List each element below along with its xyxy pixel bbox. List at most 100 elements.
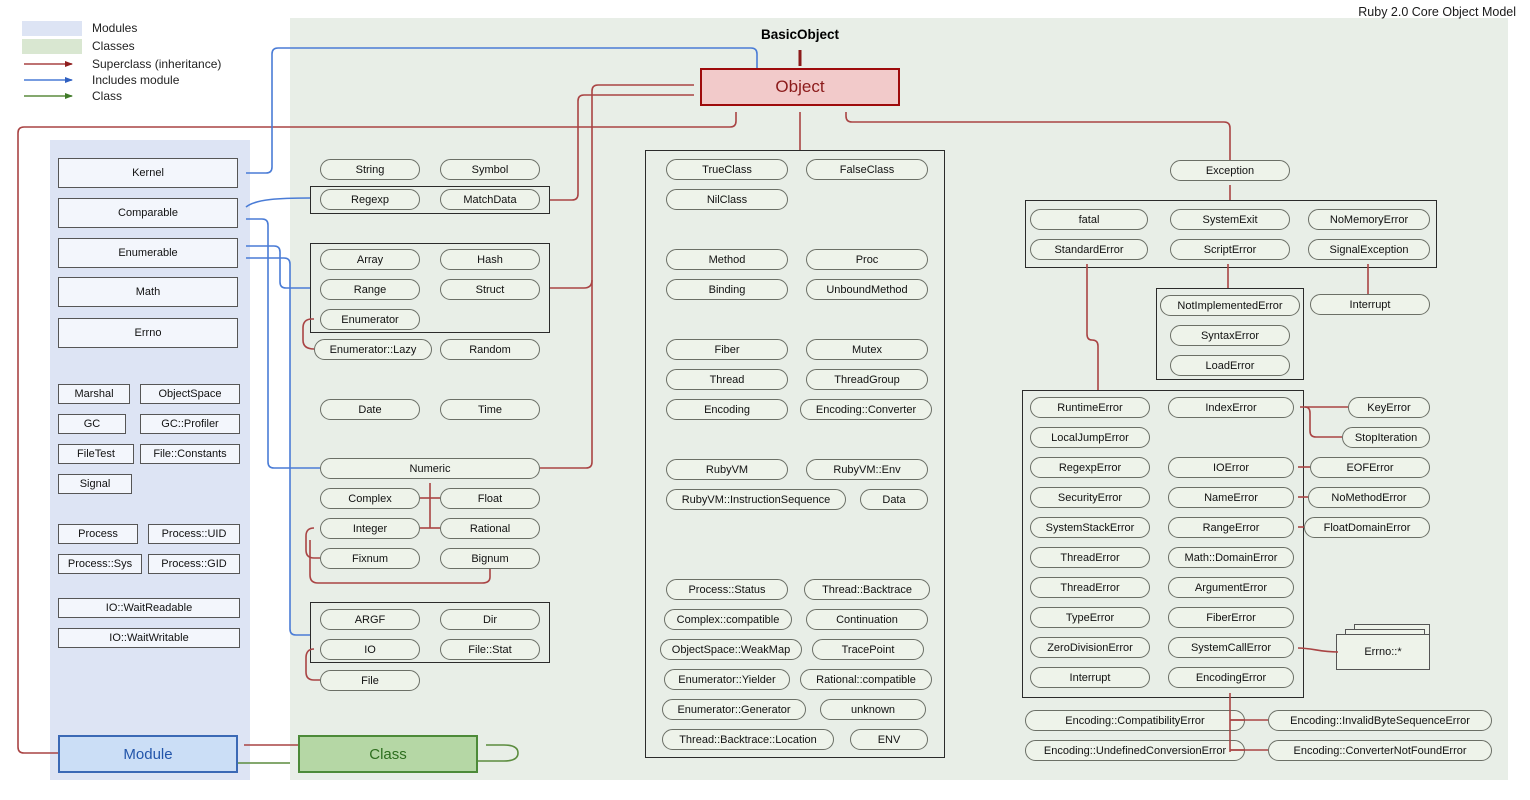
legend-includes: Includes module	[22, 72, 179, 88]
node-threaderror-2: ThreadError	[1030, 577, 1150, 598]
legend-class: Class	[22, 88, 122, 104]
node-class: Class	[298, 735, 478, 773]
node-continuation: Continuation	[806, 609, 928, 630]
node-fatal: fatal	[1030, 209, 1148, 230]
node-math-domainerror: Math::DomainError	[1168, 547, 1294, 568]
node-encodingerror: EncodingError	[1168, 667, 1294, 688]
node-io-waitreadable: IO::WaitReadable	[58, 598, 240, 618]
node-unboundmethod: UnboundMethod	[806, 279, 928, 300]
class-arrow-icon	[24, 93, 73, 99]
node-gc-profiler: GC::Profiler	[140, 414, 240, 434]
node-matchdata: MatchData	[440, 189, 540, 210]
node-threadgroup: ThreadGroup	[806, 369, 928, 390]
node-typeerror: TypeError	[1030, 607, 1150, 628]
node-standarderror: StandardError	[1030, 239, 1148, 260]
node-rational: Rational	[440, 518, 540, 539]
legend-superclass-label: Superclass (inheritance)	[92, 57, 222, 71]
node-encoding-undefinedconversionerror: Encoding::UndefinedConversionError	[1025, 740, 1245, 761]
node-rubyvm-instructionsequence: RubyVM::InstructionSequence	[666, 489, 846, 510]
node-indexerror: IndexError	[1168, 397, 1294, 418]
group-core-classes	[645, 150, 945, 758]
node-process-sys: Process::Sys	[58, 554, 142, 574]
node-falseclass: FalseClass	[806, 159, 928, 180]
node-floatdomainerror: FloatDomainError	[1304, 517, 1430, 538]
node-comparable: Comparable	[58, 198, 238, 228]
legend-modules: Modules	[22, 20, 137, 36]
node-symbol: Symbol	[440, 159, 540, 180]
node-nomemoryerror: NoMemoryError	[1308, 209, 1430, 230]
node-fibererror: FiberError	[1168, 607, 1294, 628]
node-file: File	[320, 670, 420, 691]
node-scripterror: ScriptError	[1170, 239, 1290, 260]
node-threaderror-1: ThreadError	[1030, 547, 1150, 568]
node-enumerator: Enumerator	[320, 309, 420, 330]
node-notimplementederror: NotImplementedError	[1160, 295, 1300, 316]
node-filetest: FileTest	[58, 444, 134, 464]
node-file-constants: File::Constants	[140, 444, 240, 464]
node-rubyvm: RubyVM	[666, 459, 788, 480]
legend-modules-label: Modules	[92, 21, 138, 35]
node-process-uid: Process::UID	[148, 524, 240, 544]
node-keyerror: KeyError	[1348, 397, 1430, 418]
superclass-arrow-icon	[24, 61, 73, 67]
node-thread-backtrace-location: Thread::Backtrace::Location	[662, 729, 834, 750]
node-mutex: Mutex	[806, 339, 928, 360]
node-io-waitwritable: IO::WaitWritable	[58, 628, 240, 648]
node-tracepoint: TracePoint	[812, 639, 924, 660]
node-thread-backtrace: Thread::Backtrace	[804, 579, 930, 600]
node-enumerator-lazy: Enumerator::Lazy	[314, 339, 432, 360]
node-enumerator-yielder: Enumerator::Yielder	[664, 669, 790, 690]
node-trueclass: TrueClass	[666, 159, 788, 180]
node-systemstackerror: SystemStackError	[1030, 517, 1150, 538]
node-io: IO	[320, 639, 420, 660]
node-systemcallerror: SystemCallError	[1168, 637, 1294, 658]
node-nilclass: NilClass	[666, 189, 788, 210]
node-binding: Binding	[666, 279, 788, 300]
node-float: Float	[440, 488, 540, 509]
node-module: Module	[58, 735, 238, 773]
node-rubyvm-env: RubyVM::Env	[806, 459, 928, 480]
node-bignum: Bignum	[440, 548, 540, 569]
node-marshal: Marshal	[58, 384, 130, 404]
diagram-title: Ruby 2.0 Core Object Model	[1358, 5, 1516, 19]
node-enumerable: Enumerable	[58, 238, 238, 268]
node-encoding-invalidbytesequenceerror: Encoding::InvalidByteSequenceError	[1268, 710, 1492, 731]
node-string: String	[320, 159, 420, 180]
node-gc: GC	[58, 414, 126, 434]
node-interrupt-top: Interrupt	[1310, 294, 1430, 315]
node-argf: ARGF	[320, 609, 420, 630]
node-encoding-compatibilityerror: Encoding::CompatibilityError	[1025, 710, 1245, 731]
node-unknown: unknown	[820, 699, 926, 720]
node-math: Math	[58, 277, 238, 307]
node-complex-compatible: Complex::compatible	[664, 609, 792, 630]
node-env: ENV	[850, 729, 928, 750]
node-date: Date	[320, 399, 420, 420]
node-integer: Integer	[320, 518, 420, 539]
group-exception-children	[1025, 200, 1437, 268]
node-zerodivisionerror: ZeroDivisionError	[1030, 637, 1150, 658]
node-thread: Thread	[666, 369, 788, 390]
node-process: Process	[58, 524, 138, 544]
node-rangeerror: RangeError	[1168, 517, 1294, 538]
legend-classes: Classes	[22, 38, 135, 54]
node-errno-star: Errno::*	[1336, 634, 1430, 670]
node-range: Range	[320, 279, 420, 300]
node-objectspace: ObjectSpace	[140, 384, 240, 404]
node-regexp: Regexp	[320, 189, 420, 210]
node-data: Data	[860, 489, 928, 510]
node-signal: Signal	[58, 474, 132, 494]
node-proc: Proc	[806, 249, 928, 270]
node-localjumperror: LocalJumpError	[1030, 427, 1150, 448]
node-interrupt-grid: Interrupt	[1030, 667, 1150, 688]
node-object: Object	[700, 68, 900, 106]
node-syntaxerror: SyntaxError	[1170, 325, 1290, 346]
node-loaderror: LoadError	[1170, 355, 1290, 376]
node-errno: Errno	[58, 318, 238, 348]
legend-includes-label: Includes module	[92, 73, 180, 87]
node-time: Time	[440, 399, 540, 420]
node-dir: Dir	[440, 609, 540, 630]
node-eoferror: EOFError	[1310, 457, 1430, 478]
includes-arrow-icon	[24, 77, 73, 83]
node-numeric: Numeric	[320, 458, 540, 479]
